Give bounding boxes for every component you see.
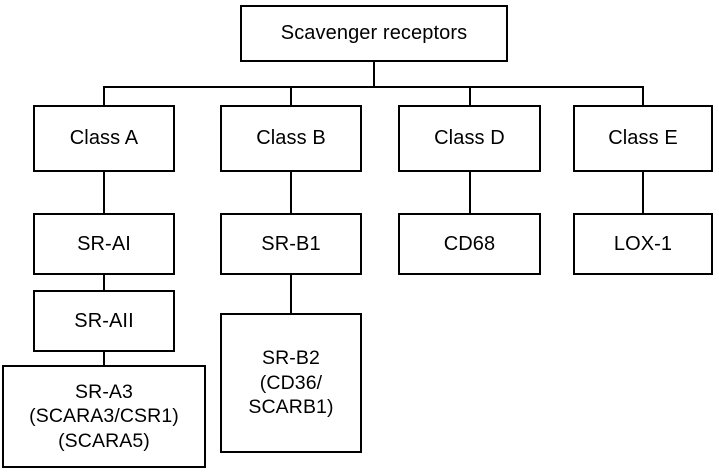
node-class-b: Class B (220, 105, 362, 172)
node-sr-b2: SR-B2 (CD36/ SCARB1) (220, 313, 362, 453)
edge-bus-to-class-b (290, 86, 292, 105)
node-class-d: Class D (398, 105, 541, 172)
edge-sr-b1-to-sr-b2 (290, 275, 292, 313)
node-class-a: Class A (33, 105, 175, 172)
edge-class-e-to-lox1 (642, 172, 644, 213)
node-class-e: Class E (573, 105, 713, 172)
edge-sr-ai-to-sr-aii (103, 275, 105, 290)
node-lox-1: LOX-1 (573, 213, 713, 275)
node-scavenger-receptors: Scavenger receptors (240, 5, 508, 62)
edge-bus-to-class-e (642, 86, 644, 105)
node-sr-a3: SR-A3 (SCARA3/CSR1) (SCARA5) (2, 365, 206, 468)
edge-class-b-to-sr-b1 (290, 172, 292, 213)
edge-class-bus (103, 86, 644, 88)
node-sr-ai: SR-AI (33, 213, 175, 275)
edge-root-stem (373, 62, 375, 86)
edge-class-d-to-cd68 (469, 172, 471, 213)
edge-class-a-to-sr-ai (103, 172, 105, 213)
edge-bus-to-class-a (103, 86, 105, 105)
node-cd68: CD68 (398, 213, 541, 275)
node-sr-aii: SR-AII (33, 290, 175, 352)
edge-sr-aii-to-sr-a3 (103, 352, 105, 365)
node-sr-b1: SR-B1 (220, 213, 362, 275)
edge-bus-to-class-d (469, 86, 471, 105)
